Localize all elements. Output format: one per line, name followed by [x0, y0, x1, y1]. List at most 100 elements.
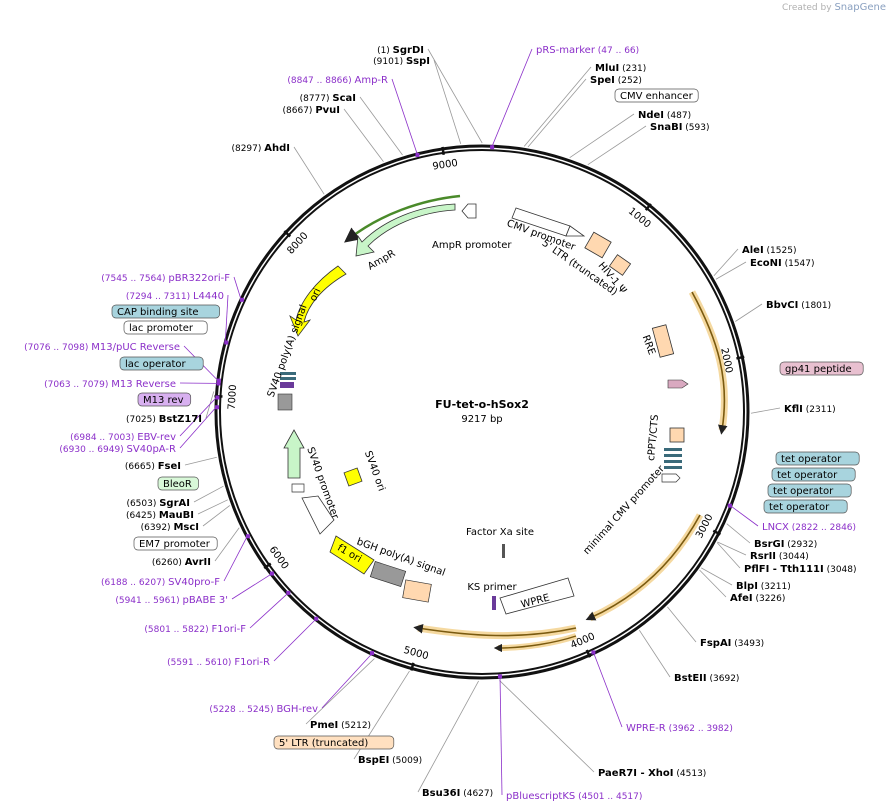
feature-label: tet operator [777, 470, 838, 481]
sv40-ori-feature [343, 467, 363, 487]
feature-label: CAP binding site [117, 307, 199, 318]
enzyme-leader [701, 567, 733, 586]
primer-leader [179, 406, 217, 449]
feature-inner-label: ori [308, 287, 323, 303]
primer-mark [245, 534, 250, 539]
enzyme-name: FseI [158, 461, 181, 472]
feature-inner-label: Factor Xa site [466, 527, 534, 538]
feature-label-box [137, 392, 192, 407]
rre-feature [651, 324, 675, 358]
enzyme-name: BbvCI [766, 300, 798, 311]
primer-name: WPRE-R [626, 723, 666, 734]
enzyme-leader [587, 125, 647, 166]
primer-name: Amp-R [355, 75, 389, 86]
primer-range: (4501 .. 4517) [575, 792, 642, 802]
enzyme-position: (3226) [753, 594, 786, 604]
feature-label-box [771, 467, 856, 482]
enzyme-position: (2311) [803, 405, 836, 415]
enzyme-name: SnaBI [650, 122, 682, 133]
wpre-feature [499, 577, 575, 615]
bleor-feature [291, 483, 305, 493]
feature-label: tet operator [769, 502, 830, 513]
primer-label: (5591 .. 5610) F1ori-R [167, 657, 270, 668]
primer-label: (7545 .. 7564) pBR322ori-F [101, 273, 230, 284]
feature-label: tet operator [773, 486, 834, 497]
enzyme-name: PflFI - Tth111I [744, 564, 824, 575]
primer-name: F1ori-R [234, 657, 270, 668]
primer-leader [321, 653, 372, 709]
enzyme-leader [343, 108, 384, 162]
enzyme-name: AvrII [185, 557, 211, 568]
primer-label: (7076 .. 7098) M13/pUC Reverse [24, 342, 180, 353]
primer-leader [224, 294, 229, 343]
tick-mark [263, 562, 272, 570]
primer-range: (3962 .. 3982) [666, 724, 733, 734]
primer-range: (6984 .. 7003) [70, 433, 137, 443]
enzyme-position: (1547) [782, 259, 815, 269]
primer-mark [269, 571, 274, 576]
primer-mark [370, 651, 375, 656]
primer-leader [491, 48, 533, 147]
primer-name: L4440 [193, 291, 224, 302]
snapgene-credit: Created by SnapGene [782, 2, 886, 13]
feature-label-box [779, 361, 864, 376]
orf-arc-lower-line [585, 514, 701, 621]
lac-features [280, 372, 296, 380]
feature-inner-label: cPPT/CTS [646, 414, 661, 461]
enzyme-leader [417, 680, 479, 793]
enzyme-leader [527, 78, 587, 148]
primer-mark [415, 152, 420, 157]
plasmid-name: FU-tet-o-hSox2 [435, 398, 529, 411]
snapgene-logo: SnapGene [834, 2, 886, 13]
enzyme-label: (6425) MauBI [126, 510, 194, 521]
enzyme-label: (8297) AhdI [231, 143, 290, 154]
tick-label: 5000 [402, 645, 429, 662]
ori-feature [289, 265, 347, 337]
factor-xa-feature [502, 544, 505, 558]
primer-mark [216, 381, 221, 386]
ltr-feature [584, 231, 612, 259]
feature-label: BleoR [163, 479, 192, 490]
primer-leader [249, 593, 288, 629]
primer-label: (8847 .. 8866) Amp-R [287, 75, 388, 86]
primer-range: (5228 .. 5245) [209, 705, 276, 715]
enzyme-label: (6665) FseI [125, 461, 181, 472]
tick-mark [736, 355, 745, 360]
enzyme-leader [427, 48, 483, 144]
enzyme-label: MluI (231) [595, 63, 646, 74]
enzyme-label: FspAI (3493) [700, 638, 764, 649]
feature-label: 5' LTR (truncated) [279, 738, 368, 749]
primer-leader [730, 505, 759, 527]
primer-name: BGH-rev [276, 704, 318, 715]
primer-leader [499, 677, 503, 796]
enzyme-label: SnaBI (593) [650, 122, 709, 133]
primer-name: pBABE 3' [182, 595, 228, 606]
enzyme-name: PmeI [310, 720, 338, 731]
primer-label: pRS-marker (47 .. 66) [536, 45, 639, 56]
primer-range: (2822 .. 2846) [789, 523, 856, 533]
primer-range: (47 .. 66) [595, 46, 639, 56]
primer-range: (6188 .. 6207) [101, 578, 168, 588]
enzyme-leader [750, 407, 781, 414]
f1-ori-feature [329, 535, 375, 575]
enzyme-name: SgrAI [159, 498, 190, 509]
enzyme-position: (3048) [824, 565, 857, 575]
feature-label-box [763, 499, 848, 514]
enzyme-label: (8667) PvuI [283, 105, 340, 116]
enzyme-position: (1525) [764, 246, 797, 256]
enzyme-label: (6503) SgrAI [126, 498, 190, 509]
enzyme-label: PflFI - Tth111I (3048) [744, 564, 857, 575]
enzyme-name: KflI [784, 404, 803, 415]
enzyme-label: (1) SgrDI [377, 45, 424, 56]
enzyme-position: (7025) [126, 415, 159, 425]
primer-mark [216, 378, 221, 383]
cppt-feature [669, 427, 685, 443]
feature-label-box [119, 356, 204, 371]
feature-label: gp41 peptide [785, 364, 852, 375]
primer-leader [223, 536, 248, 582]
enzyme-leader [713, 248, 739, 276]
em7-feature [301, 495, 335, 535]
enzyme-leader [214, 527, 240, 562]
enzyme-leader [715, 261, 747, 280]
enzyme-position: (6425) [126, 511, 159, 521]
